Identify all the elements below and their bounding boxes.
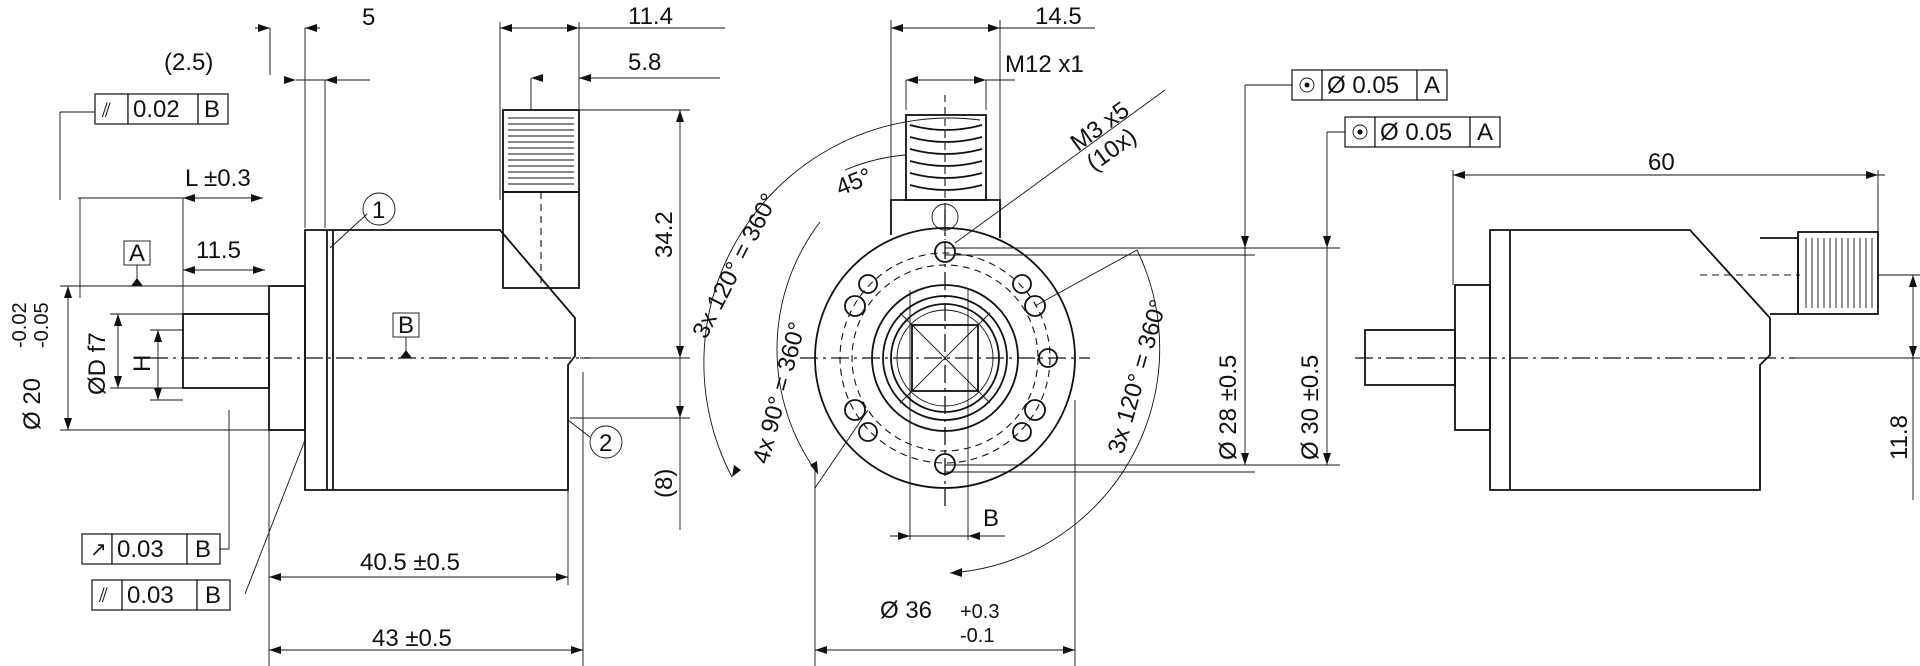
total-runout-icon: ⫽ [101,100,111,122]
dim-3x120-right: 3x 120° = 360° [1103,297,1173,457]
total-runout-icon: ⫽ [98,585,108,607]
dim-8: (8) [651,469,678,498]
front-connector [890,95,1001,240]
svg-text:2: 2 [599,430,612,457]
dim-dia-D: ØD f7 [84,332,111,395]
dim-40-5: 40.5 ±0.5 [360,549,460,576]
body-outline [304,229,576,491]
dim-11-4: 11.4 [628,3,673,30]
svg-text:1: 1 [372,197,385,224]
dim-H: H [129,355,156,372]
fcf-parallelism-top: ⫽ 0.02 B [59,93,229,200]
svg-text:A: A [129,240,145,267]
right-view: 60 11.8 [1355,149,1920,500]
dim-L: L ±0.3 [185,165,251,192]
dim-dia36-tol-upper: +0.3 [960,601,999,623]
dim-5: 5 [362,4,375,31]
dim-4x90: 4x 90° = 360° [748,319,812,466]
dim-m12: M12 x1 [1005,51,1084,78]
callout-1: 1 [329,192,396,249]
callout-2: 2 [567,419,623,459]
svg-text:Ø 0.05: Ø 0.05 [1380,119,1452,146]
fcf-concentricity-1: Ø 0.05 A [1291,69,1448,101]
concentricity-icon [1299,77,1315,93]
concentricity-icon [1352,124,1368,140]
dim-dia30: Ø 30 ±0.5 [1297,355,1324,460]
dim-dia36-tol-lower: -0.1 [960,625,994,647]
fcf-total-runout: ⫽ 0.03 B [91,439,306,611]
dim-dia20-tol-lower: -0.05 [31,302,53,348]
svg-text:B: B [398,312,414,339]
fcf-concentricity-2: Ø 0.05 A [1344,116,1501,148]
dim-14-5: 14.5 [1035,3,1082,30]
arc-3x120-right [949,249,1161,574]
dim-11-5: 11.5 [196,237,241,264]
arc-3x120-left [703,117,981,478]
svg-text:B: B [204,96,220,123]
dim-60: 60 [1648,149,1675,176]
runout-icon: ↗ [90,539,107,561]
svg-text:0.03: 0.03 [117,536,164,563]
side-view: 5 (2.5) 11.4 5.8 34.2 L ±0.3 11.5 Ø 20 -… [9,3,725,666]
dim-dia36: Ø 36 [880,597,932,624]
dim-34-2: 34.2 [651,211,678,258]
dim-dia20: Ø 20 [19,378,46,430]
connector [502,109,580,289]
shaft-outline [182,313,270,389]
front-view: 14.5 M12 x1 M3 x5 (10x) 3x 120° = 360° 4… [687,3,1172,666]
svg-text:A: A [1424,72,1440,99]
svg-text:0.03: 0.03 [127,582,174,609]
right-connector [1700,231,1879,315]
fcf-runout: ↗ 0.03 B [81,410,230,565]
dim-45: 45° [832,163,876,202]
datum-A-side: A [123,240,151,286]
right-body [1489,229,1771,491]
datum-B-side: B [392,312,420,358]
svg-text:B: B [205,582,221,609]
svg-text:A: A [1477,119,1493,146]
svg-text:Ø 0.05: Ø 0.05 [1327,72,1399,99]
dim-2-5: (2.5) [164,49,213,76]
dim-43: 43 ±0.5 [372,625,452,652]
dim-11-8: 11.8 [1886,415,1913,460]
dim-B-front: B [983,505,999,532]
svg-text:0.02: 0.02 [133,96,180,123]
dim-dia28: Ø 28 ±0.5 [1215,355,1242,460]
svg-text:B: B [195,536,211,563]
dim-5-8: 5.8 [628,49,661,76]
dim-3x120-left: 3x 120° = 360° [687,189,783,343]
arc-4x90 [776,221,821,475]
dim-dia20-tol-upper: -0.02 [9,302,31,348]
datum-callouts: Ø 0.05 A Ø 0.05 A Ø 28 ±0.5 Ø 30 ±0.5 [945,69,1501,473]
mounting-holes [844,241,1058,475]
